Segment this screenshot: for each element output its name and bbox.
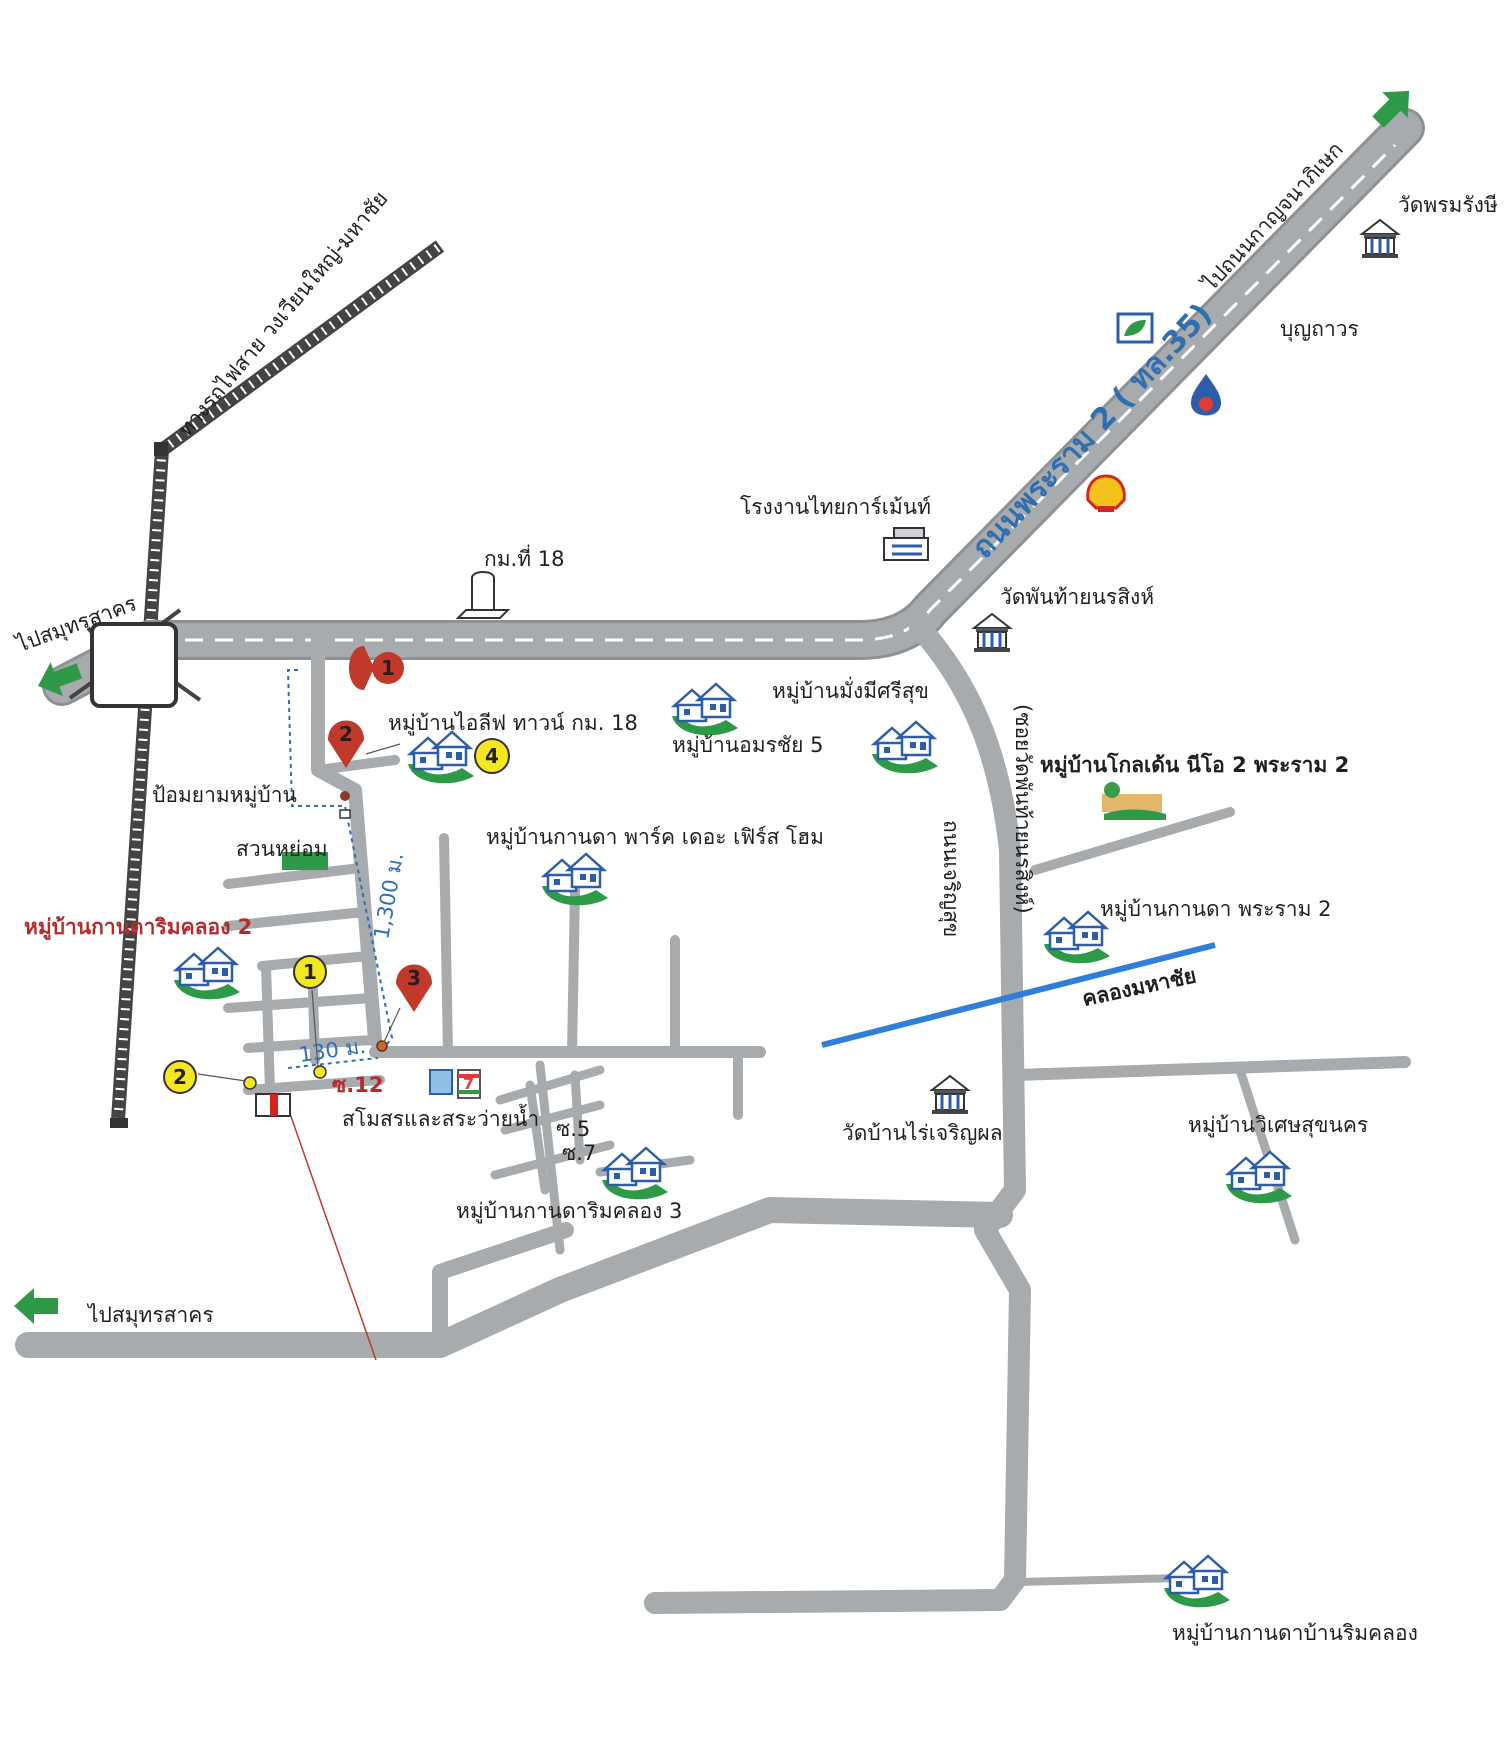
- marker-red-1[interactable]: 1: [349, 646, 404, 690]
- milestone-icon: [455, 571, 511, 619]
- kanda-rim3-label: หมู่บ้านกานดาริมคลอง 3: [456, 1199, 682, 1224]
- svg-text:2: 2: [173, 1065, 187, 1089]
- junction-dot: [376, 1040, 388, 1052]
- park-icon: [282, 852, 328, 870]
- wat-phrom-label: วัดพรมรังษี: [1398, 193, 1498, 217]
- soi7-label: ซ.7: [562, 1141, 596, 1165]
- svg-text:3: 3: [407, 966, 421, 990]
- svg-text:1: 1: [381, 656, 395, 680]
- red-guide-line: [286, 1104, 377, 1361]
- house-icon: [670, 682, 740, 737]
- marker-yellow-4[interactable]: 4: [474, 738, 510, 774]
- house-icon: [540, 852, 610, 907]
- wat-phanthai-label: วัดพันท้ายนรสิงห์: [1000, 585, 1154, 609]
- marker-yellow-1[interactable]: 1: [293, 955, 327, 989]
- arrow-left-bottom-icon: [14, 1288, 58, 1324]
- seven-eleven-label: 7: [463, 1074, 474, 1093]
- kanda-baan-label: หมู่บ้านกานดาบ้านริมคลอง: [1172, 1621, 1418, 1646]
- golden-neo-image-icon: [1102, 782, 1166, 820]
- arrow-northeast-icon: [1372, 90, 1410, 128]
- guard-post-label: ป้อมยามหมู่บ้าน: [152, 783, 297, 808]
- house-icon: [1224, 1150, 1294, 1205]
- seven-eleven-icon: [429, 1069, 481, 1099]
- soi12-label: ซ.12: [332, 1073, 383, 1097]
- house-icon: [870, 720, 940, 775]
- charoen-suk-road-label: ถนนเจริญสุข: [938, 820, 963, 937]
- railway-label: ทางรถไฟสาย วงเวียนใหญ่-มหาชัย: [173, 187, 392, 442]
- wat-rai-label: วัดบ้านไร่เจริญผล: [842, 1121, 1003, 1145]
- boonthaworn-label: บุญถาวร: [1280, 317, 1359, 342]
- kanda-rama2-label: หมู่บ้านกานดา พระราม 2: [1100, 897, 1331, 922]
- road-network: [15, 108, 1425, 1614]
- wiset-label: หมู่บ้านวิเศษสุขนคร: [1188, 1113, 1368, 1138]
- rama2-road-label: ถนนพระราม 2 ( ทล.35): [965, 297, 1219, 566]
- ptt-station-icon: [1190, 374, 1222, 416]
- canal-label: คลองมหาชัย: [1080, 963, 1198, 1011]
- guard-post-icon: [339, 791, 351, 819]
- canal-line: [821, 942, 1216, 1048]
- temple-icon: [930, 1074, 970, 1116]
- park-label: สวนหย่อม: [236, 837, 328, 861]
- kanda-rim2-label: หมู่บ้านกานดาริมคลอง 2: [24, 915, 252, 941]
- svg-text:1: 1: [303, 960, 317, 984]
- club-label: สโมสรและสระว่ายน้ำ: [342, 1104, 539, 1131]
- temple-icon: [972, 612, 1012, 654]
- railway: [110, 240, 445, 1128]
- mangmee-label: หมู่บ้านมั่งมีศรีสุข: [772, 676, 929, 704]
- distance-130-label: 130 ม.: [297, 1034, 367, 1067]
- km18-label: กม.ที่ 18: [484, 544, 564, 571]
- soi5-label: ซ.5: [556, 1117, 590, 1141]
- marker-yellow-2[interactable]: 2: [163, 1060, 197, 1094]
- golden-neo-label: หมู่บ้านโกลเด้น นีโอ 2 พระราม 2: [1040, 752, 1349, 779]
- to-samut-bottom-label: ไปสมุทรสาคร: [86, 1303, 214, 1328]
- junction-dot-yellow: [313, 1065, 327, 1079]
- wat-phanthai-soi-label: (ซอยวัดพันท้ายนรสิงห์): [1011, 704, 1035, 914]
- temple-icon: [1360, 218, 1400, 260]
- shell-station-icon: [1086, 474, 1126, 512]
- junction-dot-yellow: [243, 1076, 257, 1090]
- distance-1300-label: 1,300 ม.: [369, 851, 408, 941]
- factory-icon: [883, 527, 929, 561]
- kanda-park-label: หมู่บ้านกานดา พาร์ค เดอะ เฟิร์ส โฮม: [486, 825, 824, 850]
- marker-red-2[interactable]: 2: [328, 720, 364, 769]
- amornchai-label: หมู่บ้านอมรชัย 5: [672, 733, 824, 758]
- shop-icon: [255, 1093, 291, 1117]
- bangchak-station-icon: [1116, 312, 1154, 344]
- roundabout: [68, 608, 202, 708]
- leader-lines: [197, 743, 401, 1082]
- house-icon: [1162, 1554, 1232, 1609]
- house-icon: [172, 946, 242, 1001]
- house-icon: [406, 730, 476, 785]
- svg-text:4: 4: [485, 744, 499, 768]
- thai-garment-label: โรงงานไทยการ์เม้นท์: [740, 495, 931, 519]
- svg-text:2: 2: [339, 722, 353, 746]
- route-dotted: [286, 669, 394, 1069]
- ilive-label: หมู่บ้านไอลีฟ ทาวน์ กม. 18: [388, 711, 638, 736]
- house-icon: [600, 1146, 670, 1201]
- marker-red-3[interactable]: 3: [396, 964, 432, 1013]
